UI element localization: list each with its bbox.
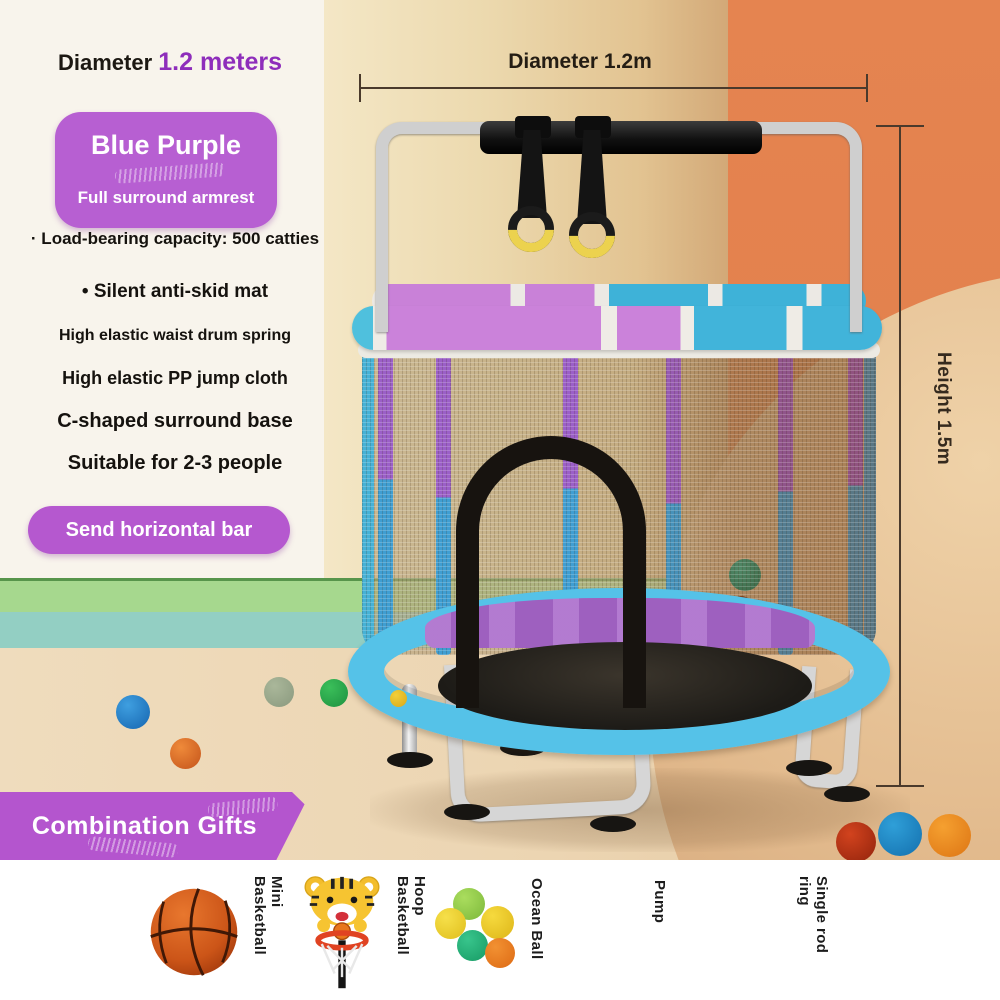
top-left-diameter: Diameter 1.2 meters [40, 48, 300, 77]
label-line-2: Basketball [394, 876, 411, 956]
gift-row: Mini Basketball Hoop Basketball [0, 860, 1000, 1000]
diameter-measure-label: Diameter 1.2m [508, 50, 652, 73]
net-pole-sleeve [436, 352, 451, 655]
feature-base: C-shaped surround base [57, 410, 293, 432]
diameter-line [360, 87, 868, 89]
diameter-tick-right [866, 74, 868, 102]
gym-ring-right-yellow [569, 235, 615, 258]
feature-capacity: Suitable for 2-3 people [67, 452, 283, 474]
floor-ball-blue-right [878, 812, 922, 856]
ocean-ball-teal [457, 930, 488, 961]
height-measure-label: Height 1.5m [933, 352, 954, 466]
feature-spring: High elastic waist drum spring [58, 327, 292, 344]
floor-ball-sage [264, 677, 294, 707]
background-wall-left [0, 0, 324, 600]
pump-label: Pump [651, 880, 668, 923]
mini-basketball-icon [150, 888, 238, 976]
basketball-hoop-label: Hoop Basketball [394, 876, 428, 955]
color-variant-badge: Blue Purple Full surround armrest [55, 112, 277, 228]
suction-foot [786, 760, 832, 776]
badge-subtitle: Full surround armrest [77, 188, 255, 207]
label-line-1: Single rod [813, 876, 830, 954]
send-horizontal-bar-pill: Send horizontal bar [28, 506, 290, 554]
floor-ball-darkred [836, 822, 876, 860]
height-tick-top [876, 125, 924, 127]
mini-basketball-label: Mini Basketball [251, 876, 285, 955]
entrance-arch [456, 436, 646, 708]
net-pole-sleeve [864, 352, 876, 655]
floor-ball-yellow [390, 690, 407, 707]
label-line-1: Ocean Ball [528, 878, 545, 960]
single-rod-ring-label: Single rod ring [796, 876, 830, 953]
gym-ring-left-yellow [508, 229, 554, 252]
photo-scene: Diameter 1.2m Height 1.5m [0, 0, 1000, 860]
net-pole-sleeve [378, 352, 393, 655]
net-pole-sleeve [666, 352, 681, 655]
ocean-ball-icon [435, 888, 519, 972]
feature-anti-skid: • Silent anti-skid mat [81, 281, 269, 302]
ocean-ball-label: Ocean Ball [528, 878, 545, 960]
net-pole-sleeve [362, 352, 374, 655]
ocean-ball-orange [485, 938, 515, 968]
ocean-ball-yellow2 [481, 906, 514, 939]
diameter-word: Diameter [58, 50, 153, 75]
label-line-1: Hoop [411, 876, 428, 916]
banner-label: Combination Gifts [31, 811, 258, 840]
combination-gifts-banner: Combination Gifts [0, 792, 305, 860]
badge-title: Blue Purple [90, 130, 242, 160]
label-line-2: Basketball [251, 876, 268, 956]
suction-foot [387, 752, 433, 768]
net-pole-sleeve [848, 352, 863, 655]
floor-ball-orange-right [928, 814, 971, 857]
diameter-value: 1.2 meters [158, 48, 282, 76]
floor-ball-orange [170, 738, 201, 769]
basketball-hoop-icon [304, 876, 380, 989]
ball-inside-teal [729, 559, 761, 591]
floor-ball-green [320, 679, 348, 707]
height-tick-bottom [876, 785, 924, 787]
feature-load-bearing: · Load-bearing capacity: 500 catties [30, 229, 320, 248]
net-pole-sleeve [778, 352, 793, 655]
floor-ball-blue [116, 695, 150, 729]
height-line [899, 126, 901, 786]
top-ring-front [352, 306, 882, 350]
label-line-1: Pump [651, 880, 668, 924]
diameter-tick-left [359, 74, 361, 102]
badge-scribble-decoration [114, 162, 226, 184]
suction-foot [824, 786, 870, 802]
label-line-1: Mini [268, 876, 285, 908]
label-line-2: ring [796, 876, 813, 906]
suction-foot [444, 804, 490, 820]
suction-foot [590, 816, 636, 832]
feature-jump-cloth: High elastic PP jump cloth [62, 368, 288, 388]
